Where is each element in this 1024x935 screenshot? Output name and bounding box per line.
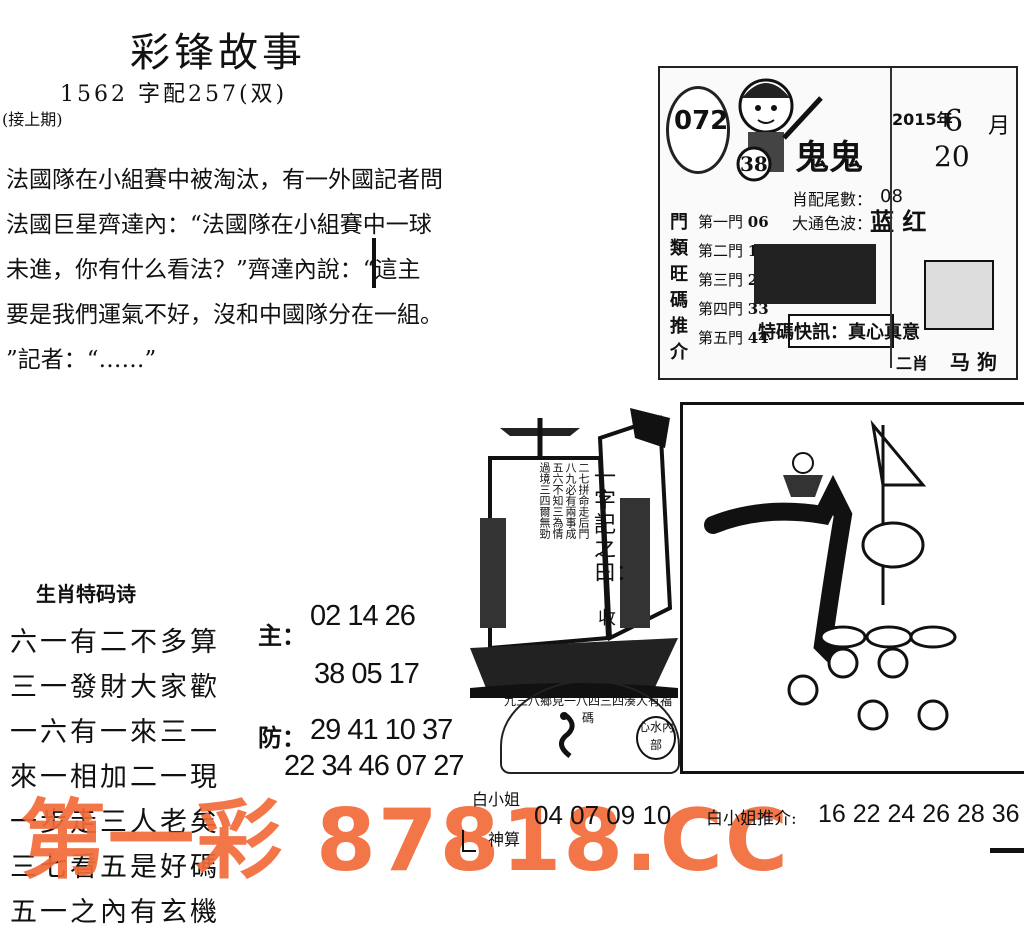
dragon-icon [559,711,575,758]
main-numbers-2: 38 05 17 [314,658,420,690]
gate-title-char: 門 [670,212,688,233]
cartoon-mascot-icon [736,78,823,182]
recommend-label: 白小姐推介: [706,809,797,829]
main-numbers-1: 02 14 26 [310,600,416,632]
poem-line: 一六有一來三一 [10,717,220,748]
sailing-ship-illustration [470,408,678,698]
gate-title-char: 推 [670,316,688,337]
gate-title-char: 旺 [670,264,688,285]
dark-text-block [754,244,876,304]
month-number: 6 [944,104,964,139]
panel-heading: 鬼鬼 [795,138,863,178]
verse-line: 八九必有兩事成 [564,462,577,539]
badge-circle [666,86,730,174]
sail-sub: 收 [598,608,616,629]
ball-number: 38 [740,152,768,176]
color-label: 大通色波： [792,214,873,233]
month-unit: 月 [988,114,1011,139]
story-line: 法國巨星齊達內：“法國隊在小組賽中一球 [6,212,432,238]
footer-label: 二肖 [896,354,929,373]
badge-number: 072 [674,106,729,136]
recommend-numbers: 16 22 24 26 28 36 [818,800,1020,828]
defense-numbers-1: 29 41 10 37 [310,714,453,746]
color-value: 蓝 红 [870,207,927,236]
story-line: 法國隊在小組賽中被淘汰，有一外國記者問 [6,167,443,193]
gate-title-char: 類 [670,238,688,259]
year-label: 2015年 [892,110,953,129]
shen-numbers: 04 07 09 10 [534,800,672,830]
site-watermark: 第一彩 87818.CC [20,791,791,891]
footer-value: 马 狗 [950,350,997,374]
tail-label: 肖配尾數： [792,190,873,209]
main-label: 主： [258,621,306,650]
gate-row: 第一門 06 [698,213,769,231]
riddle-picture-panel [680,402,1024,774]
issue-number: 1562 字配257(双) [60,82,288,107]
shen-label-2: 神算 [488,830,521,849]
zodiac-image [924,260,994,330]
slogan-box [788,314,894,348]
poem-title: 生肖特码诗 [36,582,136,606]
gate-title-char: 介 [670,342,688,363]
margin-mark [372,238,376,288]
sail-verse: 二七拼命走后門 八九必有兩事成 五六不知三為情 過境三四爾無勁 [526,462,590,622]
panel-divider [890,68,892,368]
story-text: 法國隊在小組賽中被淘汰，有一外國記者問 法國巨星齊達內：“法國隊在小組賽中一球 … [6,158,443,383]
gate-row: 第五門 44 [698,329,769,347]
sail-title: 一字記之曰： [594,465,639,586]
lottery-info-panel: 072 38 鬼鬼 肖配尾數： 08 大通色波： 蓝 红 門 類 旺 碼 推 介… [658,66,1018,380]
gate-title: 門 類 旺 碼 推 介 [670,210,694,366]
verse-line: 二七拼命走后門 [577,462,590,539]
corner-bracket [462,830,464,852]
slogan: 特碼快訊：真心真意 [758,322,920,343]
day-number: 20 [934,140,970,173]
poem-line: 六一有二不多算 [10,627,220,658]
defense-numbers-2: 22 34 46 07 27 [284,750,465,782]
defense-label: 防： [258,723,306,752]
continued-note: (接上期) [2,110,63,129]
story-line: 要是我們運氣不好，沒和中國隊分在一組。 [6,302,443,328]
story-line: ”記者：“……” [6,347,157,373]
gate-row: 第四門 33 [698,300,769,318]
shen-label-1: 白小姐 [472,790,521,809]
page-title: 彩锋故事 [130,30,306,76]
poem-line: 一步走三人老矣 [10,807,220,838]
verse-line: 五六不知三為情 [551,462,564,539]
riddle-drawing [704,419,957,731]
corner-bracket-foot [462,850,476,852]
emblem-text: 九三八鄉見一八四三四湊人有福碼 [504,694,673,725]
gate-title-char: 碼 [670,290,688,311]
story-line: 未進，你有什么看法？”齊達內說：“這主 [6,257,421,283]
verse-line: 過境三四爾無勁 [538,462,551,539]
poem-line: 來一相加二一現 [10,762,220,793]
seal-stamp: 心水內部 [636,716,676,760]
edge-bar [990,848,1024,853]
poem-line: 三一發財大家歡 [10,672,220,703]
poem-line: 五一之內有玄機 [10,897,220,928]
